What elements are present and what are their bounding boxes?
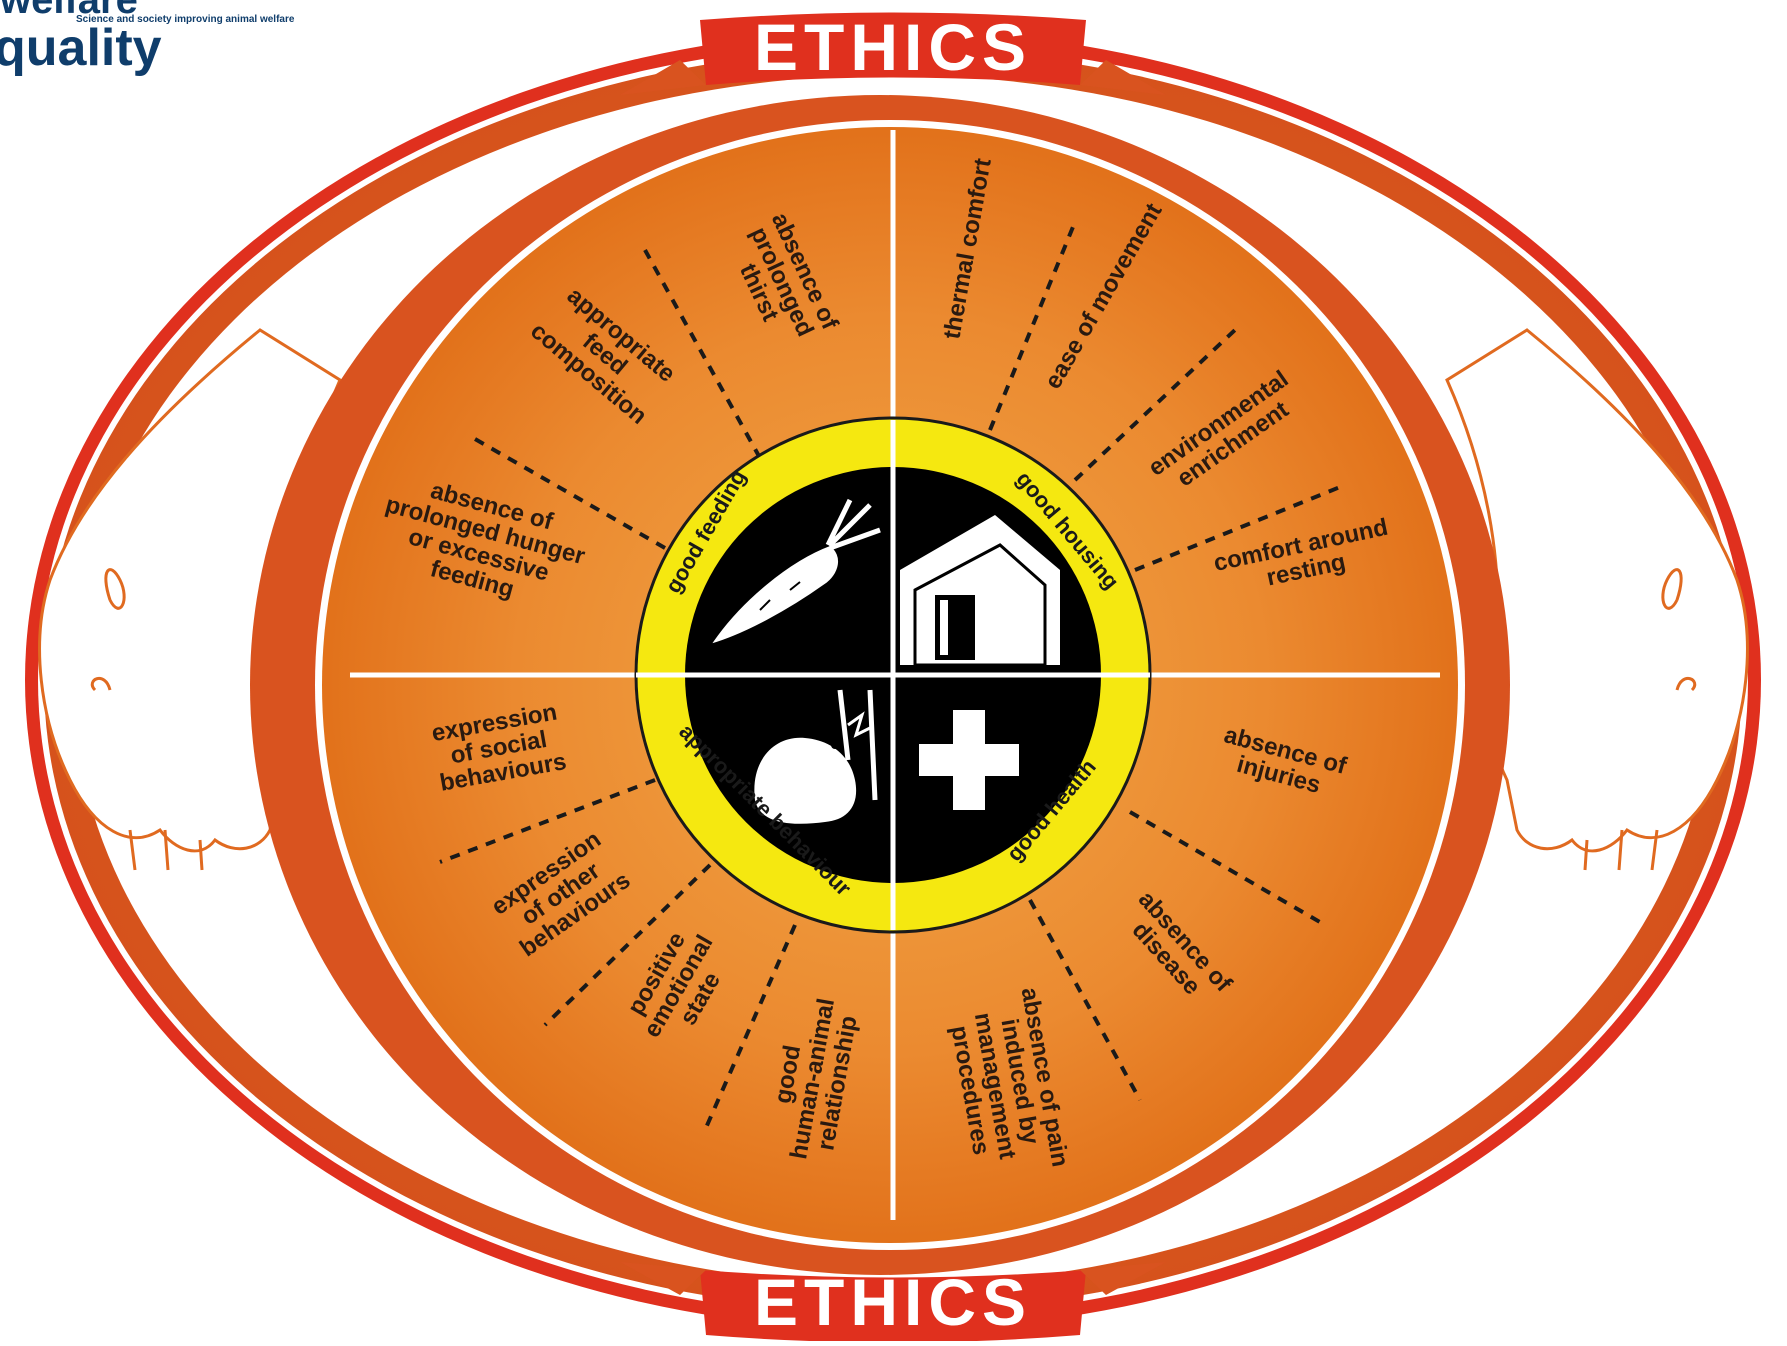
cross-icon bbox=[919, 710, 1019, 810]
criterion-dividers bbox=[439, 221, 1346, 1131]
ethics-top-label: ETHICS bbox=[754, 10, 1032, 84]
logo-tagline: Science and society improving animal wel… bbox=[76, 14, 295, 25]
shed-icon bbox=[900, 515, 1060, 667]
ethics-banner-bottom: ETHICS bbox=[620, 1262, 1166, 1343]
ethics-bottom-label: ETHICS bbox=[754, 1265, 1032, 1339]
beaver-icon bbox=[754, 689, 878, 824]
ethics-banner-top: ETHICS bbox=[620, 10, 1166, 95]
logo-line-1: welfare bbox=[0, 0, 138, 22]
carrot-icon bbox=[707, 498, 881, 647]
welfare-quality-logo: welfare quality Science and society impr… bbox=[0, 0, 340, 92]
logo-line-2: quality bbox=[0, 19, 162, 77]
